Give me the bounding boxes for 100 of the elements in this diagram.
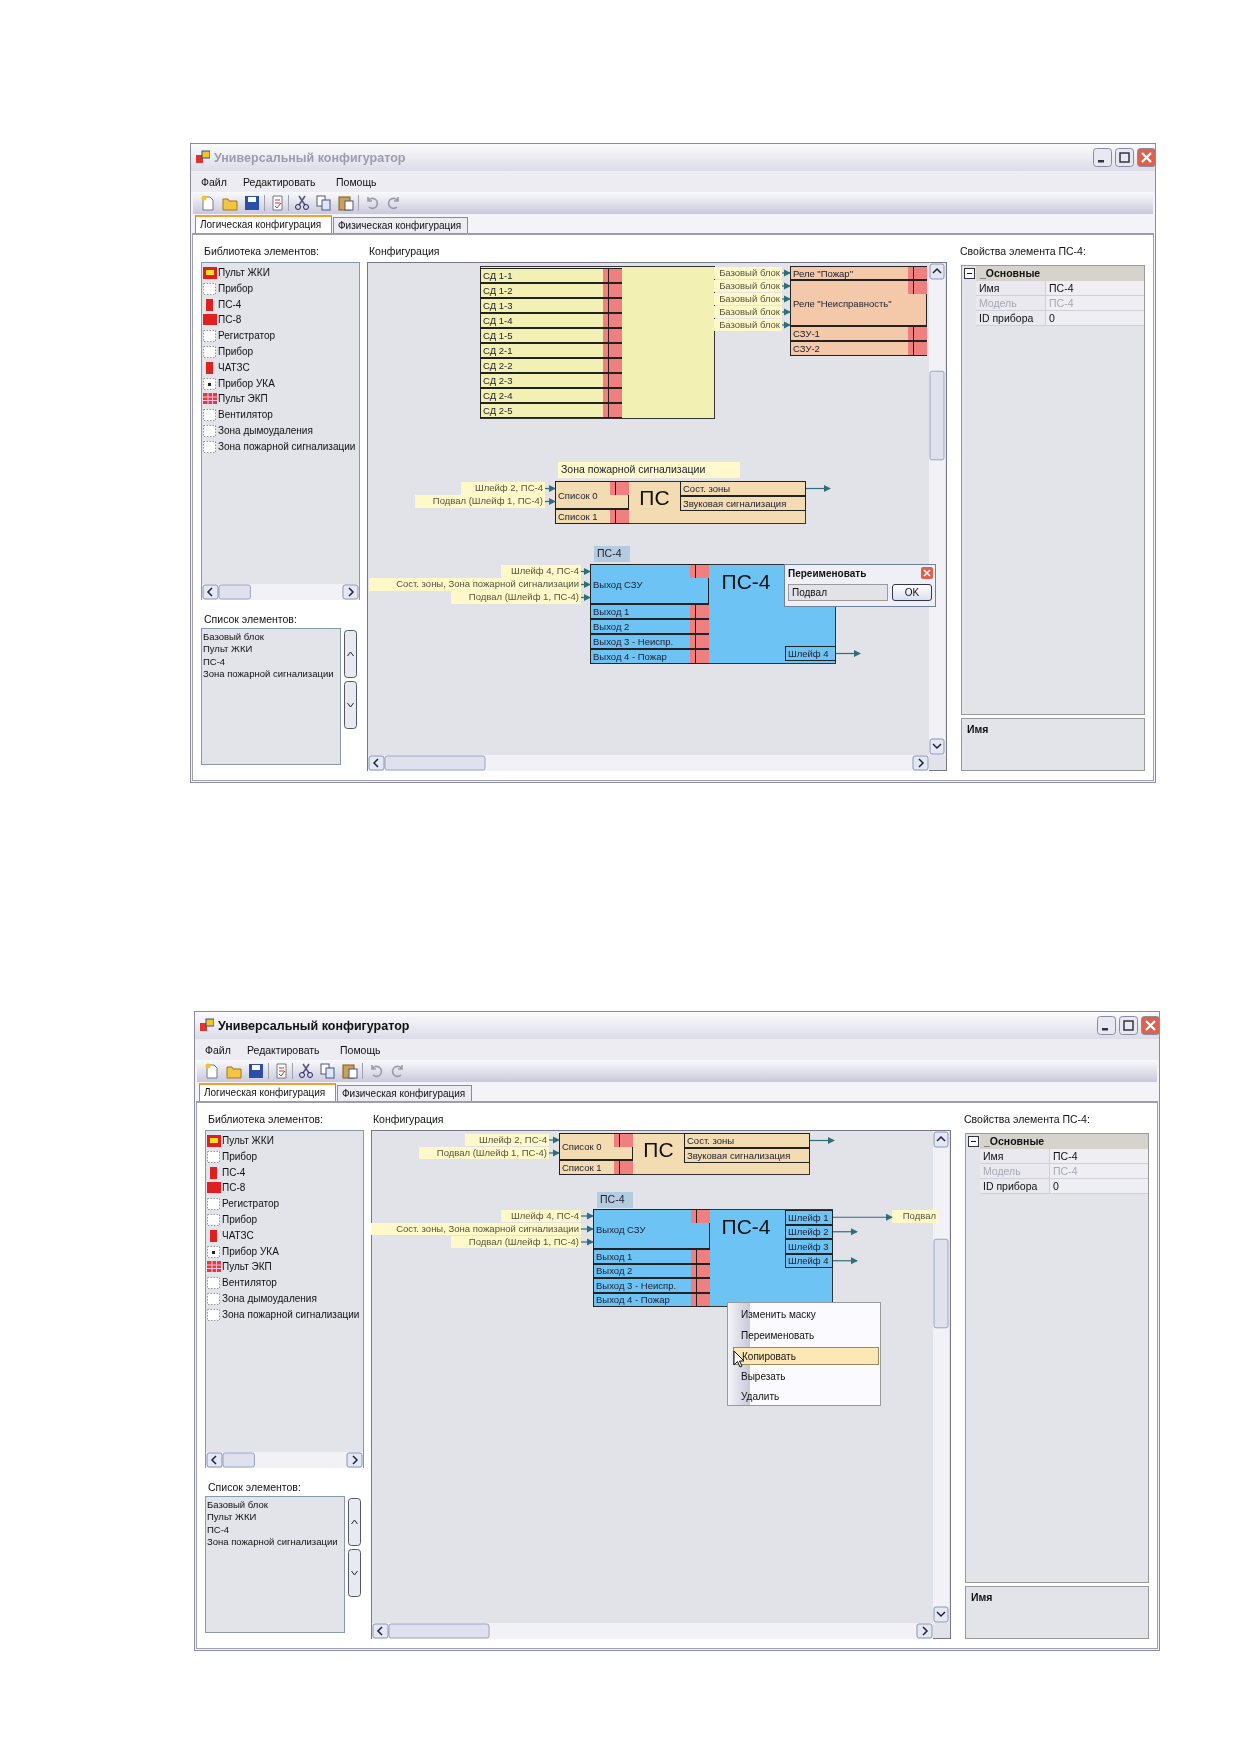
port-label: Шлейф 4 bbox=[787, 1255, 829, 1267]
signal-tag: Шлейф 4, ПС-4 bbox=[501, 1210, 581, 1222]
signal-tag: Шлейф 2, ПС-4 bbox=[465, 1134, 549, 1146]
connector-arrow bbox=[781, 295, 791, 303]
port-row bbox=[480, 313, 622, 328]
list-item: Зона дымоудаления bbox=[222, 1292, 318, 1306]
port-row bbox=[785, 646, 836, 661]
window-title: Универсальный конфигуратор bbox=[214, 150, 407, 166]
connector-arrow bbox=[580, 1225, 594, 1233]
signal-tag: Подвал (Шлейф 1, ПС-4) bbox=[451, 1236, 581, 1248]
ok-button: OK bbox=[892, 584, 932, 601]
text-field: Подвал bbox=[788, 584, 888, 601]
port-label: СЗУ-1 bbox=[792, 328, 820, 339]
panel-heading: Библиотека элементов: bbox=[208, 1112, 324, 1126]
panel-heading: Свойства элемента ПС-4: bbox=[960, 244, 1087, 258]
list-item: Базовый блок bbox=[203, 631, 265, 643]
port-row bbox=[590, 634, 709, 649]
menu-item: Переименовать bbox=[740, 1328, 816, 1343]
port-label: СД 2-3 bbox=[482, 375, 513, 386]
port-label: Звуковая сигнализация bbox=[682, 498, 787, 509]
port-label: Список 1 bbox=[557, 511, 598, 522]
list-item: ЧАТЗС bbox=[222, 1228, 255, 1243]
list-item: ПС-8 bbox=[222, 1181, 247, 1196]
list-item: Прибор bbox=[218, 281, 255, 296]
port-label: Выход 3 - Неиспр. bbox=[592, 636, 674, 647]
port-label: СД 1-4 bbox=[482, 315, 513, 326]
block-name: ПС-4 bbox=[720, 1214, 772, 1240]
port-label: Список 0 bbox=[557, 489, 598, 501]
block-title: ПС-4 bbox=[597, 1192, 633, 1208]
property-group-header: _Основные bbox=[980, 1134, 1148, 1149]
menu-item: Копировать bbox=[733, 1347, 879, 1365]
signal-tag: Базовый блок bbox=[714, 293, 782, 305]
panel-heading: Конфигурация bbox=[369, 244, 441, 258]
connector-arrow bbox=[580, 568, 591, 575]
port-row bbox=[555, 509, 629, 524]
connector-arrow bbox=[580, 1238, 594, 1246]
signal-tag: Шлейф 2, ПС-4 bbox=[461, 482, 545, 495]
port-row bbox=[480, 373, 622, 388]
port-label: Шлейф 1 bbox=[787, 1211, 829, 1223]
list-item: Пульт ЖКИ bbox=[207, 1511, 258, 1524]
port-label: Выход 3 - Неиспр. bbox=[595, 1279, 677, 1291]
port-row bbox=[480, 328, 622, 343]
menu-item: Файл bbox=[201, 175, 228, 190]
port-label: Выход СЗУ bbox=[592, 578, 643, 590]
list-item: ПС-4 bbox=[203, 655, 227, 668]
signal-tag: Базовый блок bbox=[714, 306, 782, 318]
port-label: Выход 4 - Пожар bbox=[592, 651, 667, 662]
port-row bbox=[559, 1133, 633, 1160]
property-name: Имя bbox=[976, 281, 1045, 296]
menu-item: Изменить маску bbox=[740, 1308, 817, 1322]
list-item: ПС-8 bbox=[218, 313, 243, 328]
signal-tag: Базовый блок bbox=[714, 319, 782, 331]
list-item: Вентилятор bbox=[218, 408, 274, 423]
list-item: Зона пожарной сигнализации bbox=[203, 667, 335, 680]
tab: Логическая конфигурация bbox=[195, 215, 332, 233]
block-name: ПС bbox=[638, 485, 671, 511]
block-title: ПС-4 bbox=[594, 546, 630, 562]
block-title: Зона пожарной сигнализации bbox=[558, 462, 740, 478]
tab: Физическая конфигурация bbox=[337, 1085, 472, 1101]
port-row bbox=[480, 283, 622, 298]
tab: Физическая конфигурация bbox=[333, 217, 468, 233]
panel-heading: Свойства элемента ПС-4: bbox=[964, 1112, 1091, 1126]
menu-item: Редактировать bbox=[247, 1043, 321, 1058]
property-value: ПС-4 bbox=[1045, 296, 1144, 311]
list-item: ПС-4 bbox=[222, 1165, 247, 1180]
list-item: Зона пожарной сигнализации bbox=[207, 1535, 339, 1548]
panel-heading: Список элементов: bbox=[204, 612, 298, 626]
port-label: Сост. зоны bbox=[686, 1135, 735, 1146]
connector-arrow bbox=[832, 1257, 858, 1265]
port-label: СД 2-2 bbox=[482, 360, 513, 371]
port-row bbox=[480, 298, 622, 313]
list-item: Базовый блок bbox=[207, 1499, 269, 1511]
list-item: Прибор УКА bbox=[218, 376, 276, 391]
connector-arrow bbox=[544, 485, 556, 492]
dialog-title: Переименовать bbox=[788, 567, 868, 580]
connector-arrow bbox=[835, 650, 861, 657]
window-title: Универсальный конфигуратор bbox=[218, 1018, 411, 1034]
property-value: 0 bbox=[1045, 311, 1144, 326]
signal-tag: Подвал (Шлейф 1, ПС-4) bbox=[451, 591, 581, 604]
port-row bbox=[590, 649, 709, 664]
connector-arrow bbox=[544, 498, 556, 505]
port-label: СД 1-3 bbox=[482, 300, 513, 311]
connector-arrow bbox=[781, 321, 791, 329]
property-value: ПС-4 bbox=[1045, 281, 1144, 296]
list-item: Пульт ЖКИ bbox=[203, 643, 254, 656]
port-row bbox=[559, 1160, 633, 1175]
list-item: Пульт ЖКИ bbox=[222, 1134, 275, 1148]
port-row bbox=[790, 266, 927, 280]
block-name: ПС bbox=[642, 1137, 675, 1163]
port-row bbox=[593, 1278, 710, 1293]
port-row bbox=[680, 481, 806, 496]
port-row bbox=[480, 268, 622, 283]
property-name: ID прибора bbox=[976, 311, 1045, 326]
connector-arrow bbox=[580, 581, 591, 588]
port-row bbox=[480, 343, 622, 358]
port-label: СД 1-1 bbox=[482, 270, 513, 281]
property-name: Модель bbox=[976, 296, 1045, 311]
list-item: Вентилятор bbox=[222, 1276, 278, 1291]
property-group-header: _Основные bbox=[976, 266, 1144, 281]
panel-heading: Список элементов: bbox=[208, 1480, 302, 1494]
